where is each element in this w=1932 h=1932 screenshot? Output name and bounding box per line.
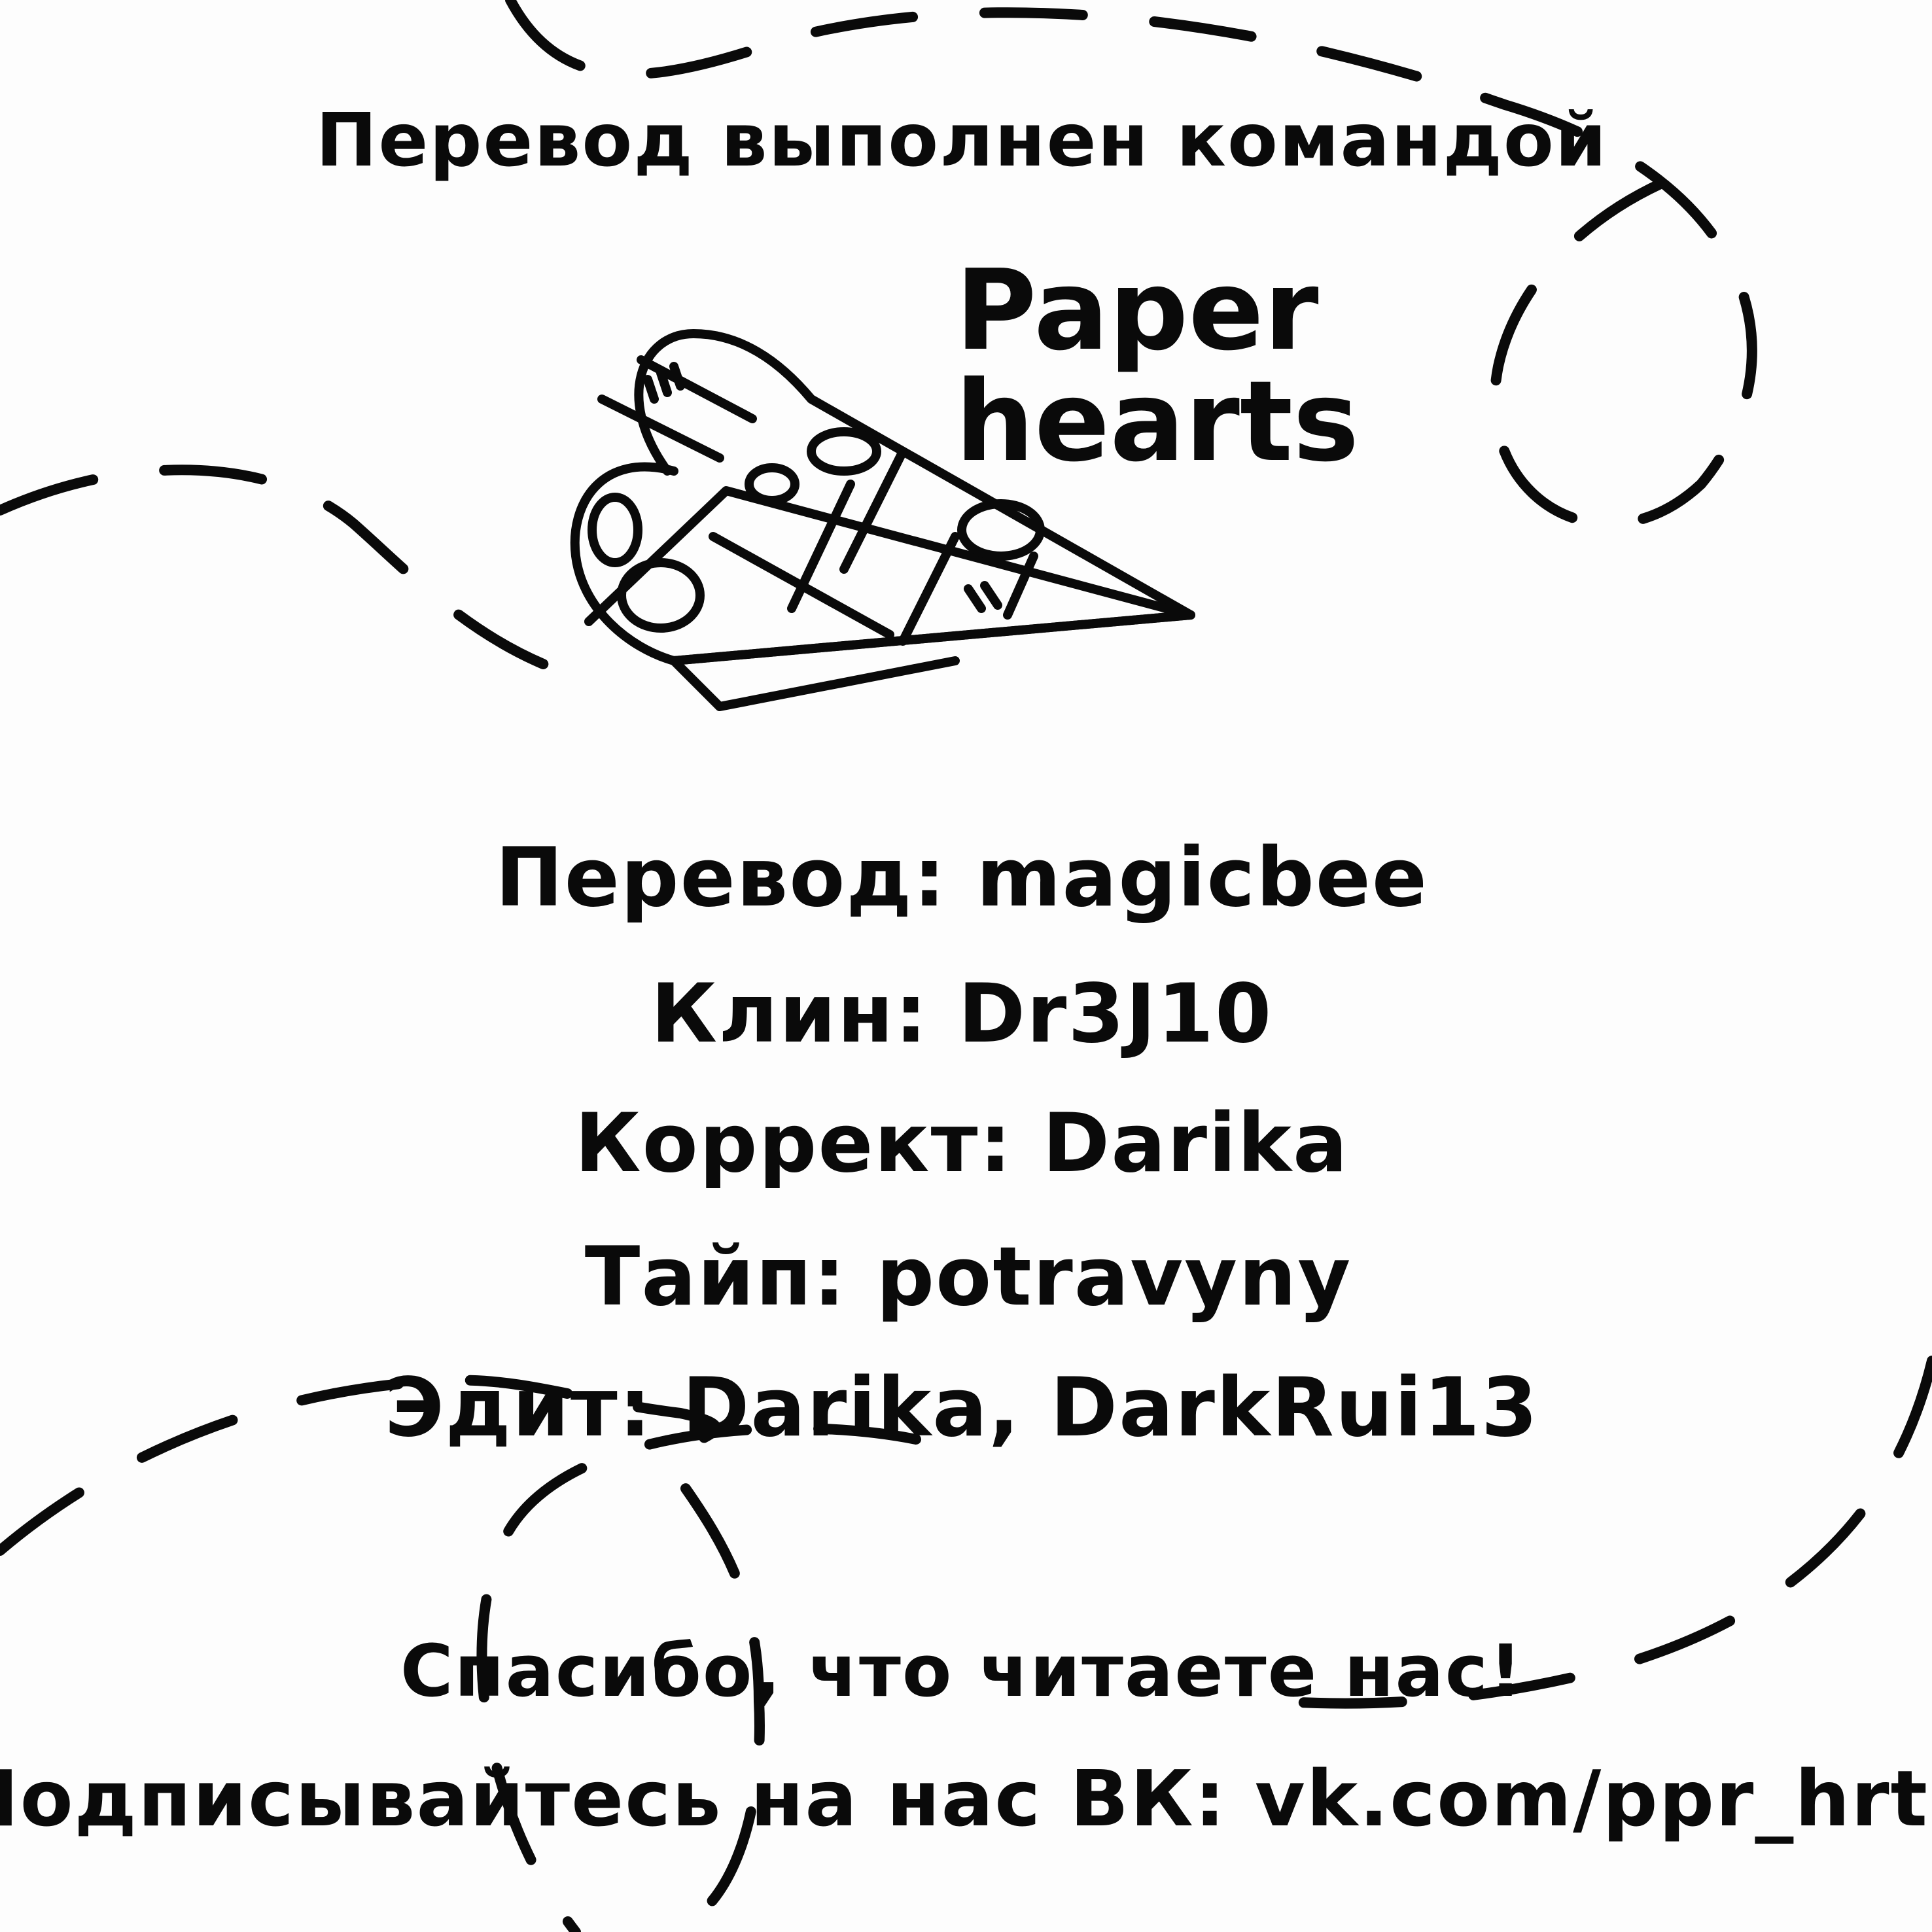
subscribe-link[interactable]: Подписывайтесь на нас ВК: vk.com/ppr_hrt… bbox=[0, 1753, 1932, 1844]
dashed-arc-bottom-right bbox=[1271, 1356, 1932, 1709]
thanks-message: Спасибо, что читаете нас! bbox=[400, 1629, 1524, 1713]
credit-role: Перевод: bbox=[495, 831, 947, 925]
credit-typesetting: Тайп: potravyny bbox=[585, 1230, 1352, 1324]
dashed-loop-bottom-mid bbox=[476, 1423, 921, 1932]
credit-name: Darika bbox=[1042, 1097, 1349, 1191]
credit-role: Эдит: bbox=[384, 1361, 653, 1455]
credit-role: Тайп: bbox=[584, 1230, 847, 1324]
credit-name: Darika, DarkRui13 bbox=[682, 1361, 1539, 1455]
credit-editing: Эдит: Darika, DarkRui13 bbox=[385, 1361, 1539, 1455]
paper-heart-logo-icon bbox=[570, 329, 1195, 711]
credit-role: Клин: bbox=[650, 967, 929, 1061]
credit-name: Dr3J10 bbox=[958, 967, 1273, 1061]
credit-translation: Перевод: magicbee bbox=[495, 831, 1428, 925]
dashed-loop-top bbox=[505, 0, 1757, 529]
credit-role: Коррект: bbox=[574, 1097, 1013, 1191]
credit-name: potravyny bbox=[876, 1230, 1352, 1324]
logo-title: Paper hearts bbox=[955, 246, 1360, 487]
credit-name: magicbee bbox=[976, 831, 1428, 925]
credit-cleaning: Клин: Dr3J10 bbox=[651, 967, 1273, 1061]
team-title: Перевод выполнен командой bbox=[315, 98, 1608, 183]
dashed-loop-left bbox=[0, 465, 574, 679]
credit-proofreading: Коррект: Darika bbox=[574, 1097, 1348, 1191]
